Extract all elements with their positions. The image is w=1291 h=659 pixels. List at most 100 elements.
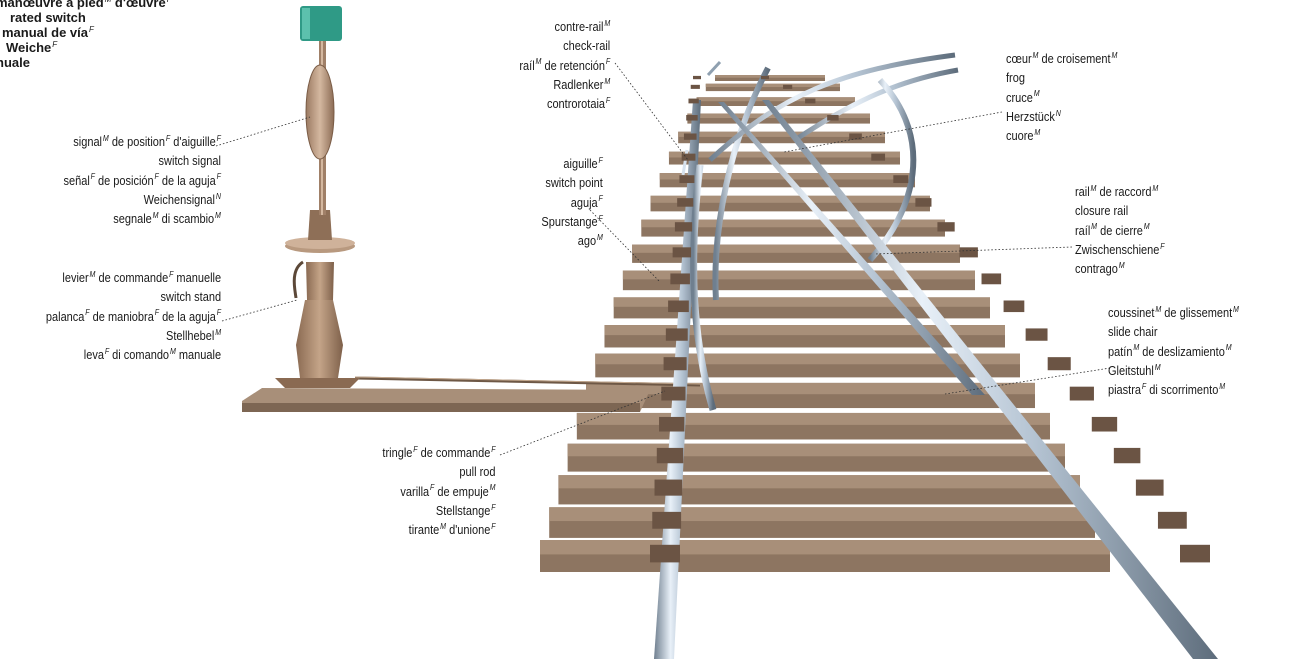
tie-plate bbox=[827, 115, 838, 121]
label-line: varillaF de empujeM bbox=[383, 483, 496, 502]
label-line: señalF de posiciónF de la agujaF bbox=[64, 172, 221, 191]
label-line: switch stand bbox=[46, 288, 221, 307]
tie-plate bbox=[664, 357, 687, 370]
tie-plate bbox=[982, 273, 1002, 284]
railroad-tie-top bbox=[549, 507, 1095, 521]
tie-plate bbox=[783, 85, 792, 89]
railroad-tie-top bbox=[697, 97, 855, 101]
tie-plate bbox=[1070, 387, 1094, 401]
railroad-tie-top bbox=[558, 475, 1080, 488]
tie-plate bbox=[688, 99, 698, 104]
label-line: slide chair bbox=[1108, 323, 1239, 342]
label-line: segnaleM di scambioM bbox=[64, 210, 221, 229]
railroad-tie-top bbox=[715, 75, 825, 78]
label-line: tringleF de commandeF bbox=[383, 444, 496, 463]
title-line: nuale bbox=[0, 55, 172, 70]
tie-plate bbox=[915, 198, 931, 207]
label-line: ZwischenschieneF bbox=[1075, 241, 1165, 260]
railroad-tie-top bbox=[540, 540, 1110, 554]
label-line: contre-railM bbox=[519, 18, 610, 37]
title-line: manual de víaF bbox=[0, 25, 172, 40]
pull-rod bbox=[355, 377, 700, 385]
tie-plate bbox=[691, 85, 700, 89]
tie-plate bbox=[1092, 417, 1117, 432]
label-line: HerzstückN bbox=[1006, 108, 1117, 127]
label-line: levaF di comandoM manuale bbox=[46, 346, 221, 365]
label-line: RadlenkerM bbox=[519, 76, 610, 95]
diagram-title: manœuvre à piedM d'œuvreF rated switch m… bbox=[0, 0, 172, 70]
title-line: manœuvre à piedM d'œuvreF bbox=[0, 0, 172, 10]
label-switch-stand: levierM de commandeF manuelle switch sta… bbox=[46, 269, 221, 365]
tie-plate bbox=[652, 512, 681, 529]
tie-plate bbox=[684, 133, 697, 139]
tie-plate bbox=[805, 99, 815, 104]
tie-plate bbox=[659, 417, 684, 432]
tie-plate bbox=[1180, 545, 1210, 563]
tie-plate bbox=[657, 448, 684, 463]
railroad-ties bbox=[540, 75, 1110, 572]
label-slide-chair: coussinetM de glissementM slide chair pa… bbox=[1108, 304, 1239, 400]
railroad-tie-top bbox=[595, 354, 1020, 365]
label-line: SpurstangeF bbox=[542, 213, 603, 232]
label-switch-point: aiguilleF switch point agujaF Spurstange… bbox=[542, 155, 603, 251]
label-line: GleitstuhlM bbox=[1108, 362, 1239, 381]
label-line: palancaF de maniobraF de la agujaF bbox=[46, 308, 221, 327]
label-line: StellstangeF bbox=[383, 502, 496, 521]
label-line: patínM de deslizamientoM bbox=[1108, 343, 1239, 362]
tie-plate bbox=[668, 300, 689, 312]
label-line: controrotaiaF bbox=[519, 95, 610, 114]
tie-plate bbox=[677, 198, 693, 207]
label-line: closure rail bbox=[1075, 202, 1165, 221]
label-line: StellhebelM bbox=[46, 327, 221, 346]
tie-plate bbox=[650, 545, 680, 563]
title-line: WeicheF bbox=[0, 40, 172, 55]
label-line: switch signal bbox=[64, 152, 221, 171]
label-line: pull rod bbox=[383, 463, 496, 482]
railroad-tie-top bbox=[577, 413, 1050, 425]
label-line: cuoreM bbox=[1006, 127, 1117, 146]
title-line: rated switch bbox=[0, 10, 172, 25]
label-line: railM de raccordM bbox=[1075, 183, 1165, 202]
tie-plate bbox=[761, 76, 769, 79]
switch-signal bbox=[300, 6, 342, 215]
tie-plate bbox=[1158, 512, 1187, 529]
label-line: cruceM bbox=[1006, 89, 1117, 108]
label-frog: cœurM de croisementM frog cruceM Herzstü… bbox=[1006, 50, 1117, 146]
label-line: agujaF bbox=[542, 194, 603, 213]
label-closure-rail: railM de raccordM closure rail raílM de … bbox=[1075, 183, 1165, 279]
tie-plate bbox=[871, 154, 885, 161]
tie-plate bbox=[937, 222, 954, 231]
label-switch-signal: signalM de positionF d'aiguilleF switch … bbox=[64, 133, 221, 229]
label-line: signalM de positionF d'aiguilleF bbox=[64, 133, 221, 152]
tie-plate bbox=[1026, 328, 1048, 340]
tie-plate bbox=[679, 175, 694, 183]
label-pull-rod: tringleF de commandeF pull rod varillaF … bbox=[383, 444, 496, 540]
label-line: cœurM de croisementM bbox=[1006, 50, 1117, 69]
tie-plate bbox=[959, 247, 977, 257]
tie-plate bbox=[673, 247, 691, 257]
tie-plate bbox=[661, 387, 685, 401]
tie-plate bbox=[1048, 357, 1071, 370]
label-line: raílM de cierreM bbox=[1075, 222, 1165, 241]
label-line: tiranteM d'unioneF bbox=[383, 521, 496, 540]
label-line: WeichensignalN bbox=[64, 191, 221, 210]
tie-plate bbox=[693, 76, 701, 79]
label-line: aiguilleF bbox=[542, 155, 603, 174]
label-check-rail: contre-railM check-rail raílM de retenci… bbox=[519, 18, 610, 114]
tie-plate bbox=[675, 222, 692, 231]
tie-plate bbox=[686, 115, 697, 121]
switch-stand bbox=[275, 210, 360, 388]
railroad-tie-top bbox=[669, 152, 900, 158]
label-line: agoM bbox=[542, 232, 603, 251]
label-line: raílM de retenciónF bbox=[519, 57, 610, 76]
tie-plate bbox=[655, 480, 683, 496]
stand-base-plank bbox=[242, 388, 650, 412]
railroad-tie-top bbox=[568, 444, 1065, 457]
label-line: coussinetM de glissementM bbox=[1108, 304, 1239, 323]
tie-plate bbox=[666, 328, 688, 340]
tie-plate bbox=[893, 175, 908, 183]
label-line: frog bbox=[1006, 69, 1117, 88]
tie-plate bbox=[682, 154, 696, 161]
tie-plate bbox=[1136, 480, 1164, 496]
label-line: levierM de commandeF manuelle bbox=[46, 269, 221, 288]
